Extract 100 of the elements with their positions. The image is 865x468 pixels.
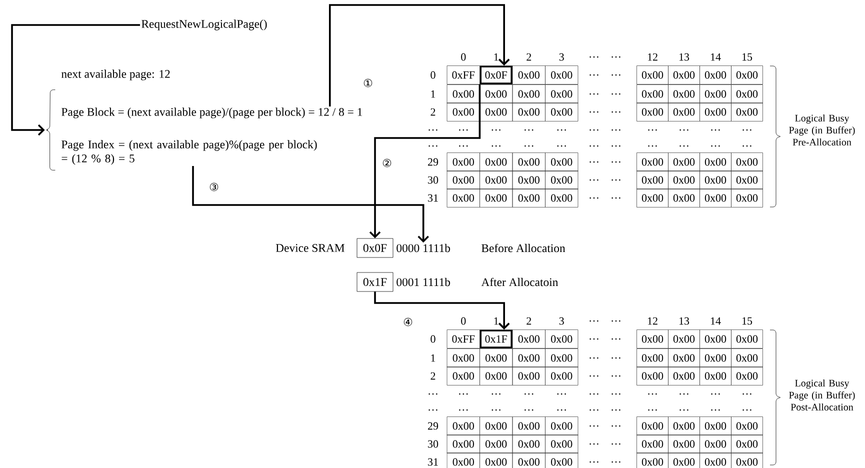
table-cell: 0x00 — [480, 152, 513, 172]
table-cell: 0x00 — [545, 170, 578, 190]
table-cell: 0x00 — [700, 102, 732, 122]
table-cell: 0x00 — [668, 434, 700, 454]
ellipsis: … — [612, 461, 620, 463]
table-cell: 0x00 — [636, 348, 668, 368]
row-number: 29 — [428, 158, 438, 166]
table-cell: 0x00 — [545, 66, 578, 84]
column-number: 12 — [648, 53, 658, 61]
note-text: next available page: 12 — [61, 70, 170, 80]
table-cell: 0x00 — [731, 152, 763, 172]
table-cell: 0x00 — [545, 434, 578, 454]
table-cell: 0x00 — [636, 452, 668, 468]
ellipsis: … — [590, 443, 598, 445]
table-cell: 0x00 — [636, 366, 668, 386]
bracket-label: Logical Busy Page (in Buffer) Pre-Allocation — [789, 114, 855, 146]
table-cell: 0x00 — [668, 188, 700, 208]
table-cell: 0x00 — [446, 102, 480, 122]
ellipsis: … — [492, 145, 500, 147]
ellipsis: … — [590, 338, 598, 340]
ellipsis: … — [711, 393, 720, 395]
column-number: 2 — [526, 53, 532, 61]
column-number: 14 — [710, 317, 721, 325]
table-cell: 0x00 — [636, 330, 668, 348]
table-cell: 0x00 — [446, 188, 480, 208]
table-cell: 0x00 — [545, 416, 578, 436]
table-cell: 0x00 — [480, 452, 513, 468]
table-cell: 0x00 — [512, 102, 546, 122]
binary-value: 0001 1111b — [396, 278, 450, 286]
table-cell: 0x00 — [446, 366, 480, 386]
row-number: 30 — [428, 440, 438, 448]
ellipsis: … — [680, 409, 688, 411]
table-cell: 0x00 — [731, 366, 763, 386]
ellipsis: … — [648, 145, 657, 147]
table-cell: 0x00 — [668, 84, 700, 104]
ellipsis: … — [459, 129, 468, 131]
table-cell: 0x00 — [446, 152, 480, 172]
function-name: RequestNewLogicalPage() — [142, 20, 267, 30]
table-cell: 0x00 — [636, 170, 668, 190]
table-cell: 0x00 — [700, 452, 732, 468]
table-cell: 0xFF — [446, 330, 480, 348]
column-number: 2 — [526, 317, 532, 325]
ellipsis: … — [492, 409, 500, 411]
table-cell: 0x00 — [545, 452, 578, 468]
row-number: 0 — [430, 71, 436, 79]
table-cell: 0x00 — [480, 416, 513, 436]
table-cell: 0x00 — [731, 188, 763, 208]
table-cell: 0x00 — [731, 84, 763, 104]
binary-value: 0000 1111b — [396, 244, 450, 252]
table-cell: 0x00 — [700, 416, 732, 436]
table-cell: 0x00 — [700, 366, 732, 386]
row-number: 0 — [430, 335, 436, 343]
ellipsis: … — [492, 393, 500, 395]
formula-text: Page Block = (next available page)/(page per block) = 12 / 8 = 1 — [62, 108, 362, 118]
table-cell: 0x00 — [545, 366, 578, 386]
ellipsis: … — [711, 409, 720, 411]
table-cell: 0x00 — [700, 434, 732, 454]
column-number: 12 — [648, 317, 658, 325]
ellipsis: … — [612, 425, 620, 427]
ellipsis: … — [590, 357, 598, 359]
table-cell: 0x00 — [480, 170, 513, 190]
row-number: 2 — [430, 108, 436, 116]
row-number: 31 — [428, 194, 438, 202]
ellipsis: … — [590, 129, 598, 131]
column-number: 0 — [461, 53, 466, 61]
ellipsis: … — [590, 161, 598, 163]
table-cell: 0x00 — [545, 348, 578, 368]
column-number: 14 — [710, 53, 721, 61]
table-cell: 0x00 — [731, 434, 763, 454]
table-cell: 0x00 — [668, 152, 700, 172]
ellipsis: … — [428, 129, 438, 131]
step-number: ② — [382, 158, 392, 168]
ellipsis: … — [612, 111, 620, 113]
ellipsis: … — [524, 409, 534, 411]
status-text: Before Allocation — [482, 244, 566, 252]
table-cell: 0x00 — [731, 330, 763, 348]
table-cell: 0x00 — [636, 84, 668, 104]
ellipsis: … — [590, 375, 598, 377]
column-number: 3 — [559, 53, 564, 61]
table-cell: 0x00 — [512, 330, 546, 348]
table-cell: 0x00 — [446, 416, 480, 436]
ellipsis: … — [612, 145, 620, 147]
step-number: ③ — [210, 182, 218, 192]
column-number: 1 — [494, 53, 498, 61]
ellipsis: … — [680, 393, 688, 395]
table-cell: 0x00 — [668, 366, 700, 386]
table-cell: 0x00 — [545, 188, 578, 208]
table-cell: 0x00 — [480, 188, 513, 208]
ellipsis: … — [557, 393, 566, 395]
table-cell: 0x00 — [480, 434, 513, 454]
table-cell: 0x00 — [700, 330, 732, 348]
row-number: 30 — [428, 176, 438, 184]
ellipsis: … — [590, 393, 598, 395]
table-cell: 0x00 — [668, 102, 700, 122]
arrow — [328, 4, 510, 106]
row-number: 1 — [431, 354, 436, 362]
table-cell: 0x00 — [512, 348, 546, 368]
ellipsis: … — [492, 129, 500, 131]
step-number: ① — [364, 78, 372, 88]
ellipsis: … — [680, 145, 688, 147]
